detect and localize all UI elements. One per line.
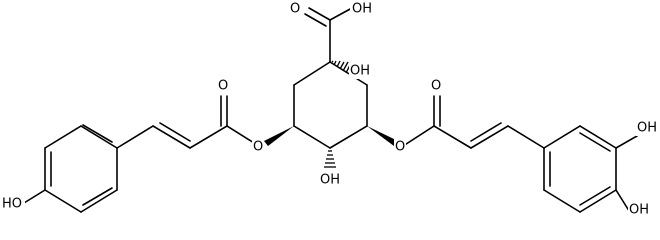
bond-left-benzene-1	[80, 125, 118, 149]
chemical-structure: OH O OH OH O O O O HO OH OH	[1, 1, 658, 218]
bond-carboxyl-c-o-double-b	[304, 13, 327, 27]
label-phenol-hydroxyl: HO	[2, 197, 22, 212]
bond-left-benzene-1-inner	[82, 124, 113, 143]
bond-carboxyl-c-o-double-a	[308, 7, 331, 21]
bond-left-vinyl-ring	[116, 125, 154, 149]
solid-wedge-c5-ester-o	[264, 126, 294, 146]
bond-left-phenol-o	[23, 189, 46, 204]
bond-right-carbonyl-vinyl	[433, 125, 472, 149]
bond-layer	[23, 7, 638, 215]
label-c1-hydroxyl: OH	[350, 64, 370, 79]
hashed-wedge-c4-oh	[324, 150, 336, 168]
bond-ring-c6-c1	[293, 61, 331, 86]
label-c4-hydroxyl: OH	[320, 173, 340, 188]
bond-left-vinyl-double-a	[152, 125, 191, 149]
bond-left-benzene-5-inner	[82, 187, 113, 206]
label-right-carbonyl-oxygen: O	[431, 79, 441, 94]
label-catechol-hydroxyl-upper: OH	[637, 121, 657, 136]
label-carboxyl-oxygen: O	[290, 2, 300, 17]
bond-right-benzene-4	[579, 189, 617, 213]
stereo-bond-layer	[264, 60, 398, 168]
bond-right-benzene-5	[543, 189, 581, 213]
hashed-wedge-c1-oh	[331, 60, 352, 74]
bond-right-vinyl-double-a	[470, 125, 509, 149]
bond-ring-c4-c5	[293, 125, 331, 149]
bond-right-vinyl-ring	[507, 125, 545, 149]
label-left-ester-oxygen: O	[253, 140, 263, 155]
bond-ring-c3-c4	[329, 125, 368, 149]
label-right-ester-oxygen: O	[395, 140, 405, 155]
bond-left-vinyl-double-b	[159, 122, 191, 142]
solid-wedge-c3-ester-o	[367, 126, 398, 146]
bond-left-benzene-2	[44, 125, 82, 149]
bond-ring-c1-c2	[329, 61, 368, 86]
bond-carboxyl-c-oh	[329, 7, 353, 21]
bond-right-benzene-4-inner	[579, 186, 611, 206]
label-left-carbonyl-oxygen: O	[218, 79, 228, 94]
bond-left-benzene-5	[80, 189, 118, 213]
label-catechol-hydroxyl-lower: OH	[629, 203, 649, 218]
atom-label-layer: OH O OH OH O O O O HO OH OH	[1, 1, 658, 218]
label-carboxyl-hydroxyl: OH	[352, 2, 372, 17]
bond-right-benzene-1	[543, 125, 581, 149]
bond-right-vinyl-double-b	[470, 122, 502, 142]
bond-left-carbonyl-vinyl	[189, 125, 228, 149]
bond-right-benzene-2-inner	[579, 132, 611, 152]
bond-right-catechol-o-upper	[615, 135, 638, 149]
bond-left-benzene-4	[44, 189, 82, 213]
bond-right-benzene-2	[579, 125, 617, 149]
